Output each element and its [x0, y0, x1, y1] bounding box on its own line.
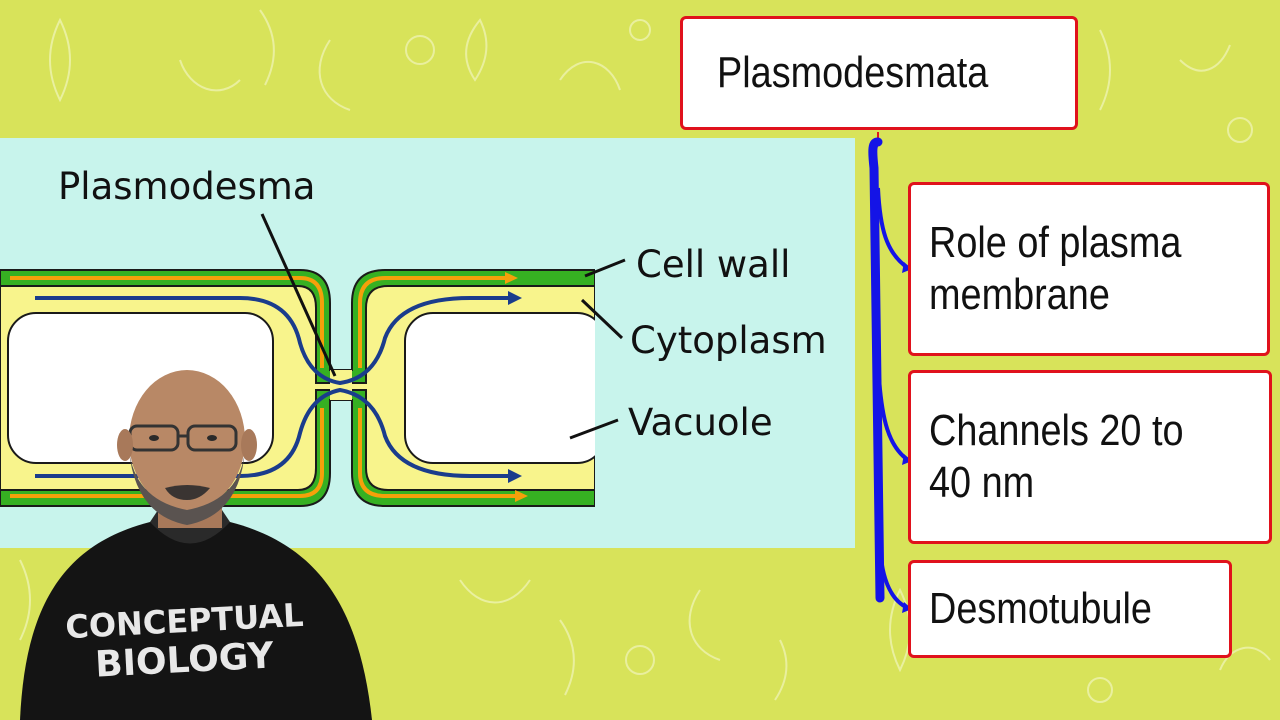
label-cell-wall: Cell wall	[636, 243, 791, 286]
cytoplasm-pointer	[580, 298, 624, 340]
mindmap-item-role-box: Role of plasma membrane	[908, 182, 1270, 356]
mindmap-connector	[868, 132, 912, 613]
mindmap-item-channels: Channels 20 to 40 nm	[929, 406, 1184, 507]
mindmap-item-channels-box: Channels 20 to 40 nm	[908, 370, 1272, 544]
label-plasmodesma: Plasmodesma	[58, 165, 316, 208]
label-cytoplasm: Cytoplasm	[630, 319, 827, 362]
mindmap-item-desmotubule-box: Desmotubule	[908, 560, 1232, 658]
label-vacuole: Vacuole	[628, 401, 773, 444]
right-vacuole	[404, 312, 606, 464]
plasmodesma-diagram-panel: Plasmodesma Cell wall Cytoplasm Vacuole	[0, 138, 855, 548]
plasmodesma-pointer	[260, 213, 337, 377]
mindmap-item-role: Role of plasma membrane	[929, 218, 1182, 319]
mindmap-title-box: Plasmodesmata	[680, 16, 1078, 130]
vacuole-pointer	[569, 418, 619, 440]
presenter: CONCEPTUAL BIOLOGY	[20, 370, 372, 720]
cell-wall-pointer	[584, 258, 626, 278]
mindmap-item-desmotubule: Desmotubule	[929, 584, 1152, 634]
shirt-text-line2: BIOLOGY	[94, 635, 275, 685]
mindmap-title: Plasmodesmata	[717, 48, 989, 98]
